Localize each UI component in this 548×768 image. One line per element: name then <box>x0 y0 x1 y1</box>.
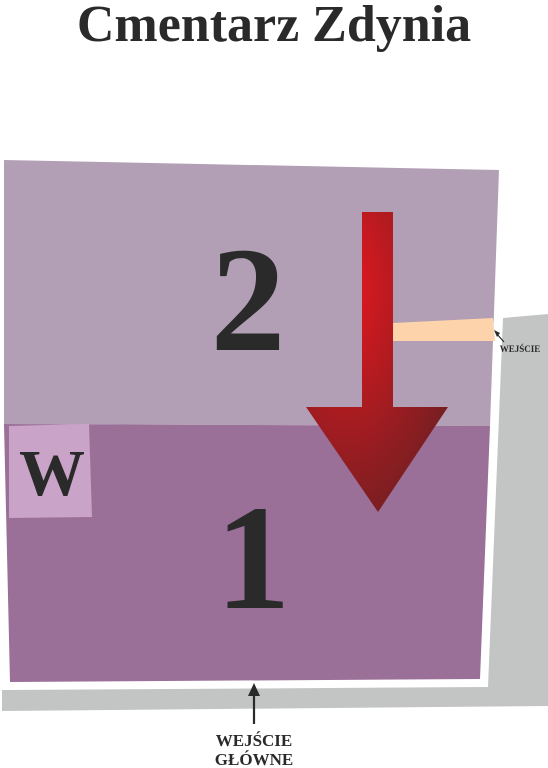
access-road <box>2 314 548 711</box>
main-entrance-label-line1: WEJŚCIE <box>216 731 293 750</box>
side-entrance-path <box>393 318 495 341</box>
w-box <box>9 424 92 518</box>
main-entrance-label-line2: GŁÓWNE <box>215 750 293 768</box>
section-2-label: 2 <box>211 217 286 383</box>
w-label: W <box>19 437 85 510</box>
map-title: Cmentarz Zdynia <box>76 0 472 53</box>
main-entrance-arrowhead <box>248 683 260 696</box>
side-entrance-arrowhead <box>494 330 500 337</box>
side-entrance-label: WEJŚCIE <box>500 344 541 354</box>
section-1-label: 1 <box>216 475 291 641</box>
direction-arrow <box>306 212 448 512</box>
